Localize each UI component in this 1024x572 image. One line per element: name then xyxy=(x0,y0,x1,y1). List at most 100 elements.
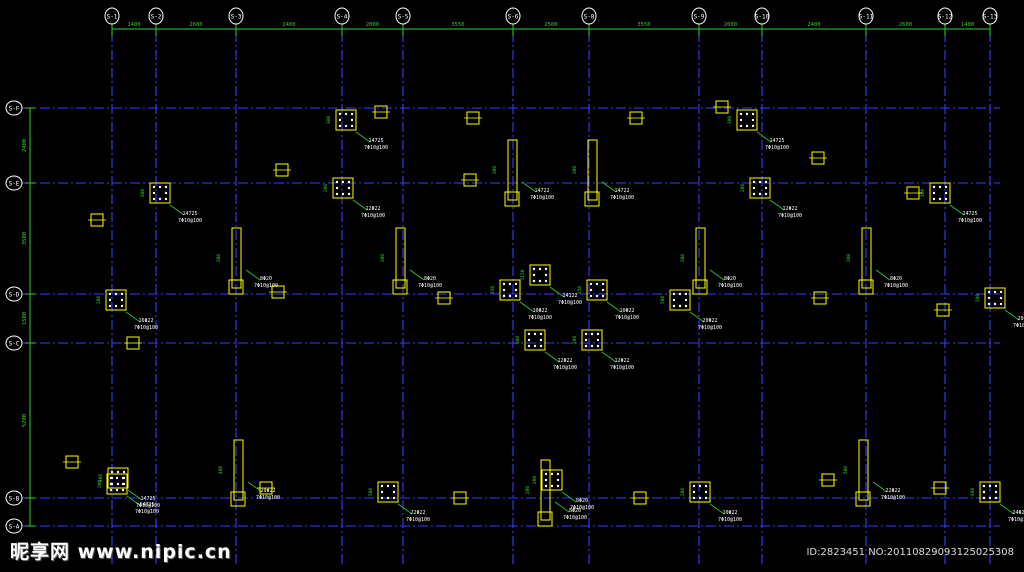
rebar-dot xyxy=(584,344,588,348)
dimension-text-top: 2000 xyxy=(366,22,379,28)
rebar-dot xyxy=(589,294,593,298)
rebar-dot xyxy=(380,490,384,494)
rebar-dot xyxy=(158,197,162,201)
column-section-dim: 200 xyxy=(97,480,103,488)
axis-bubble-top xyxy=(334,7,350,25)
axis-bubble-left xyxy=(5,175,23,191)
column-tie-label: 7Φ10@100 xyxy=(1008,517,1024,523)
column-outline xyxy=(228,279,244,295)
rebar-dot xyxy=(347,180,351,184)
column-tie-label: 7Φ10@100 xyxy=(558,300,582,306)
column-section-dim: 200 xyxy=(680,254,686,262)
column-details: 147257Φ10@100300147257Φ10@100300147257Φ1… xyxy=(63,100,1024,527)
column-tie-label: 7Φ10@100 xyxy=(698,325,722,331)
rebar-dot xyxy=(532,279,536,283)
rebar-dot xyxy=(115,476,119,480)
rebar-dot xyxy=(988,496,992,500)
rebar-dot xyxy=(999,302,1003,306)
rebar-dot xyxy=(538,267,542,271)
rebar-dot xyxy=(944,197,948,201)
rebar-dot xyxy=(596,338,600,342)
rebar-dot xyxy=(745,124,749,128)
rebar-dot xyxy=(745,112,749,116)
rebar-dot xyxy=(544,279,548,283)
column-bar-label: 14725 xyxy=(140,496,155,502)
rebar-dot xyxy=(164,197,168,201)
rebar-dot xyxy=(338,124,342,128)
leader-line xyxy=(949,204,965,216)
axis-label-top: S-1 xyxy=(107,14,118,21)
column-bar-label: 20Φ22 xyxy=(260,488,275,494)
column-bar-label: 20Φ22 xyxy=(1017,316,1024,322)
rebar-dot xyxy=(751,118,755,122)
rebar-dot xyxy=(590,344,594,348)
leader-line xyxy=(875,269,891,281)
column-section-dim: 300 xyxy=(920,189,926,197)
column-tie-label: 7Φ10@100 xyxy=(958,218,982,224)
column-tie-label: 7Φ10@100 xyxy=(134,325,158,331)
rebar-dot xyxy=(596,332,600,336)
column-bar-label: 14725 xyxy=(368,138,383,144)
column-tie-label: 7Φ10@100 xyxy=(406,517,430,523)
column-outline xyxy=(335,109,357,131)
rebar-dot xyxy=(672,298,676,302)
column-outline xyxy=(529,264,551,286)
rebar-dot xyxy=(108,292,112,296)
detail-symbol xyxy=(88,213,106,227)
column-outline xyxy=(537,511,553,527)
column-tie-label: 7Φ10@100 xyxy=(778,213,802,219)
column-section-dim: 500 xyxy=(660,296,666,304)
rebar-dot xyxy=(999,290,1003,294)
leader-line xyxy=(554,501,570,513)
column-wall-outline xyxy=(395,227,406,289)
rebar-dot xyxy=(341,192,345,196)
rebar-dot xyxy=(120,292,124,296)
column-bar-label: 12Φ22 xyxy=(557,358,572,364)
rebar-dot xyxy=(938,197,942,201)
dimension-text-top: 1400 xyxy=(127,22,140,28)
column-tie-label: 7Φ10@100 xyxy=(254,283,278,289)
rebar-dot xyxy=(110,470,114,474)
column-bar-label: 24Φ22 xyxy=(1012,510,1024,516)
rebar-dot xyxy=(698,496,702,500)
column-outline xyxy=(581,329,603,351)
axis-bubble-left xyxy=(5,335,23,351)
rebar-dot xyxy=(335,186,339,190)
rebar-dot xyxy=(550,484,554,488)
rebar-dot xyxy=(502,282,506,286)
rebar-dot xyxy=(539,338,543,342)
axis-bubble-top xyxy=(754,7,770,25)
detail-symbol xyxy=(819,473,837,487)
rebar-dot xyxy=(595,282,599,286)
rebar-dot xyxy=(544,267,548,271)
axis-label-top: S-13 xyxy=(983,14,998,21)
detail-symbol xyxy=(934,303,952,317)
rebar-dot xyxy=(584,338,588,342)
axis-label-left: S-D xyxy=(9,292,20,299)
axis-label-left: S-F xyxy=(9,106,20,113)
column-outline xyxy=(929,182,951,204)
rebar-dot xyxy=(116,482,120,486)
leader-line xyxy=(1004,309,1020,321)
rebar-dot xyxy=(533,344,537,348)
axis-bubble-left xyxy=(5,490,23,506)
rebar-dot xyxy=(550,472,554,476)
leader-line xyxy=(756,131,772,143)
column-section-dim: 350 xyxy=(577,286,583,294)
rebar-dot xyxy=(556,484,560,488)
rebar-dot xyxy=(152,185,156,189)
column-bar-label: 8Φ20 xyxy=(576,498,588,504)
dimension-text-top: 3550 xyxy=(451,22,464,28)
rebar-dot xyxy=(982,490,986,494)
column-outline xyxy=(105,289,127,311)
axis-label-top: S-3 xyxy=(231,14,242,21)
rebar-dot xyxy=(751,124,755,128)
column-outline xyxy=(979,481,1001,503)
